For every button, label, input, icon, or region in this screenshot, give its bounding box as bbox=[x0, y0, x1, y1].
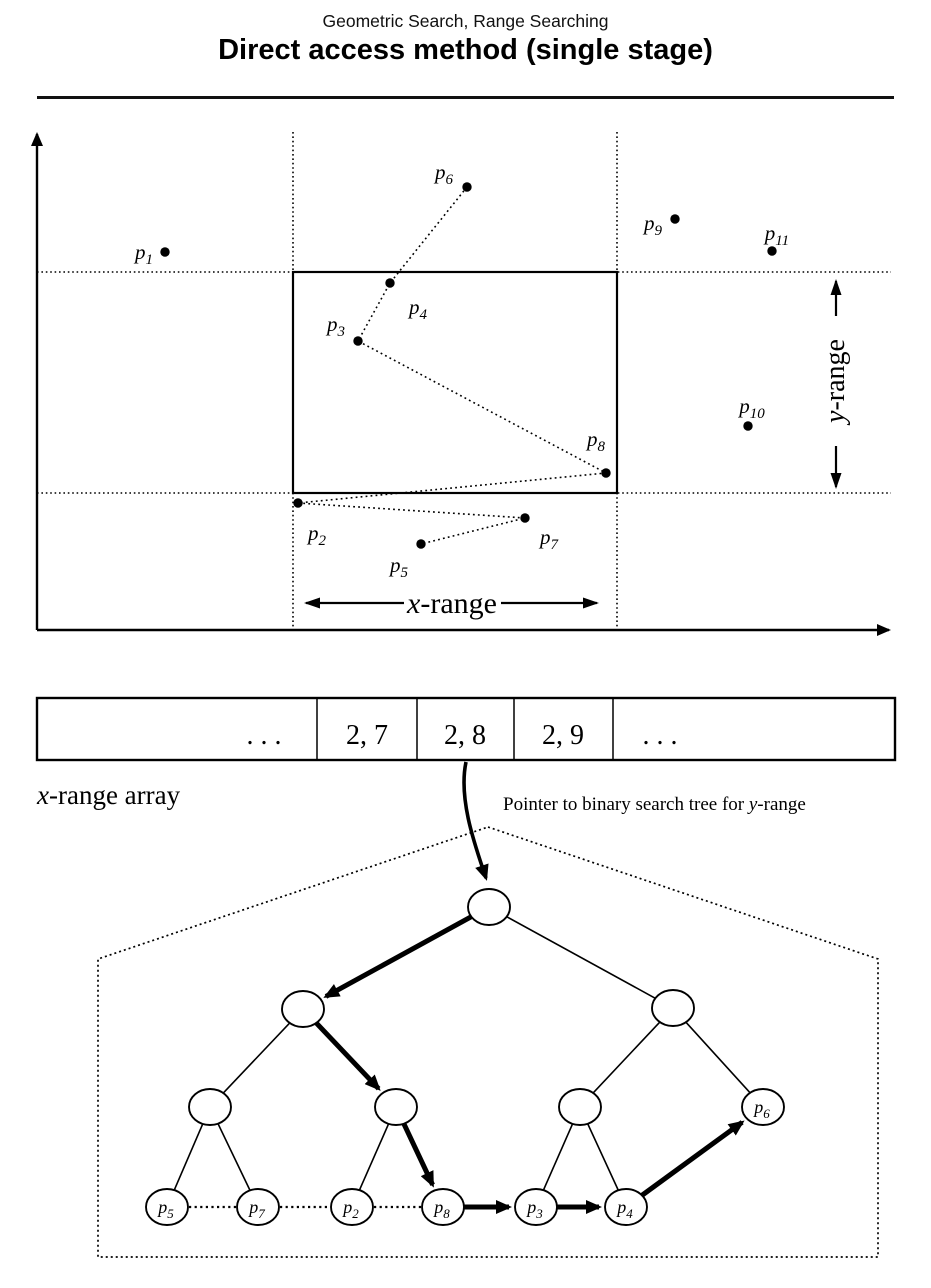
tree-edge-nll-p5 bbox=[173, 1123, 204, 1191]
point-label-p5: p5 bbox=[388, 553, 409, 581]
query-rectangle bbox=[291, 270, 619, 495]
tree-node-p3 bbox=[514, 1188, 558, 1226]
tree-border bbox=[97, 826, 879, 1258]
tree-edge-nl-nlr-bold bbox=[314, 1021, 381, 1091]
tree-edge-nrl-p3 bbox=[542, 1123, 574, 1191]
tree-node-nlr bbox=[374, 1088, 418, 1126]
tree-node-p5 bbox=[145, 1188, 189, 1226]
tree-edge-nll-p7 bbox=[217, 1123, 251, 1191]
pointer-arrow bbox=[462, 761, 489, 881]
point-label-p8: p8 bbox=[585, 427, 606, 455]
point-label-p7: p7 bbox=[538, 525, 560, 553]
tree-node-p7 bbox=[236, 1188, 280, 1226]
tree-node-p6 bbox=[741, 1088, 785, 1126]
tree-node-root bbox=[467, 888, 511, 926]
point-dot-p2 bbox=[293, 498, 303, 508]
point-label-p9: p9 bbox=[642, 211, 663, 239]
point-dot-p10 bbox=[743, 421, 753, 431]
tree-edge-root-nl-bold bbox=[323, 914, 473, 999]
point-label-p10: p10 bbox=[737, 394, 765, 422]
tree-node-label-p3: p3 bbox=[525, 1197, 543, 1221]
tree-edge-nr-p6 bbox=[685, 1021, 751, 1094]
point-dot-p6 bbox=[462, 182, 472, 192]
point-dot-p7 bbox=[520, 513, 530, 523]
tree-node-label-p8: p8 bbox=[432, 1197, 450, 1221]
course-title: Geometric Search, Range Searching bbox=[322, 11, 609, 31]
point-label-p3: p3 bbox=[325, 312, 345, 340]
tree-node-label-p5: p5 bbox=[156, 1197, 174, 1221]
array-cell-4: . . . bbox=[643, 720, 678, 751]
points-chain bbox=[297, 186, 609, 545]
tree-node-p4 bbox=[604, 1188, 648, 1226]
array-cell-3: 2, 9 bbox=[542, 720, 584, 751]
array-label: x-range array bbox=[36, 780, 181, 810]
point-dot-p1 bbox=[160, 247, 170, 257]
tree-node-nll bbox=[188, 1088, 232, 1126]
tree-node-label-p7: p7 bbox=[247, 1197, 265, 1221]
point-label-p4: p4 bbox=[407, 295, 428, 323]
tree-node-label-p6: p6 bbox=[752, 1097, 770, 1121]
tree-node-label-p4: p4 bbox=[615, 1197, 633, 1221]
point-label-p11: p11 bbox=[763, 221, 789, 249]
array-cell-1: 2, 7 bbox=[346, 720, 388, 751]
tree-node-label-p2: p2 bbox=[341, 1197, 359, 1221]
point-dot-p5 bbox=[416, 539, 426, 549]
array-cell-2: 2, 8 bbox=[444, 720, 486, 751]
tree-edge-nlr-p8-bold bbox=[401, 1122, 435, 1188]
tree-edge-root-nr bbox=[506, 916, 656, 999]
tree-edge-nl-nll bbox=[222, 1022, 291, 1094]
title-divider bbox=[37, 96, 894, 99]
tree-node-p8 bbox=[421, 1188, 465, 1226]
tree-node-nr bbox=[651, 989, 695, 1027]
y-range-label: y-range bbox=[820, 339, 851, 426]
point-label-p1: p1 bbox=[133, 240, 153, 268]
page-title: Direct access method (single stage) bbox=[218, 34, 713, 66]
tree-edge-nr-nrl bbox=[592, 1021, 661, 1094]
x-range-label: x-range bbox=[406, 587, 497, 620]
array-box bbox=[35, 696, 897, 762]
point-dot-p9 bbox=[670, 214, 680, 224]
pointer-caption: Pointer to binary search tree for y-rang… bbox=[503, 794, 806, 815]
point-label-p6: p6 bbox=[433, 160, 454, 188]
point-dot-p3 bbox=[353, 336, 363, 346]
point-dot-p8 bbox=[601, 468, 611, 478]
tree-edge-nlr-p2 bbox=[358, 1123, 390, 1191]
tree-node-p2 bbox=[330, 1188, 374, 1226]
point-dot-p11 bbox=[767, 246, 777, 256]
tree-node-nrl bbox=[558, 1088, 602, 1126]
point-dot-p4 bbox=[385, 278, 395, 288]
tree-edge-p4-p6-bold bbox=[640, 1120, 745, 1198]
array-cell-0: . . . bbox=[247, 720, 282, 751]
tree-edge-nrl-p4 bbox=[586, 1123, 620, 1191]
tree-node-nl bbox=[281, 990, 325, 1028]
point-label-p2: p2 bbox=[306, 521, 327, 549]
